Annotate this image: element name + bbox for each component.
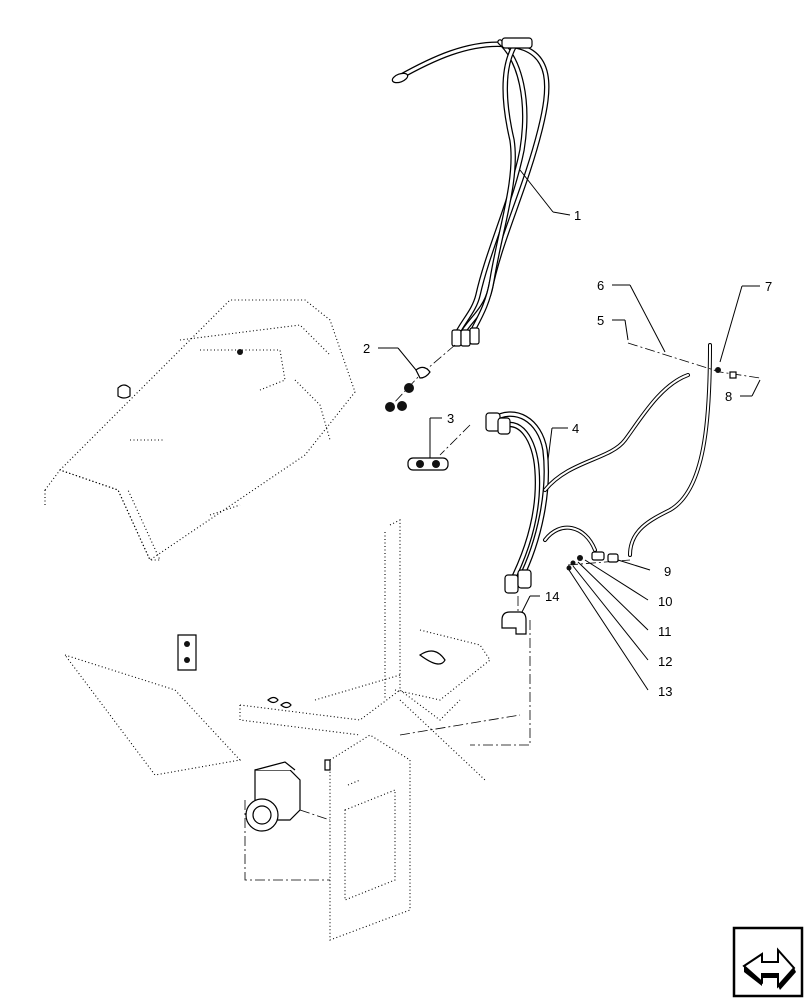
- fittings-items-9-13: [566, 551, 651, 691]
- hose-assembly-1: [391, 37, 571, 347]
- callout-labels: 1 2 3 4 5 6 7 8 9 10 11 12 13 14: [363, 208, 772, 699]
- tube-item-6: [612, 284, 761, 557]
- callout-5: 5: [597, 313, 604, 328]
- callout-9: 9: [664, 564, 671, 579]
- callout-2: 2: [363, 341, 370, 356]
- clamp-item-2: [378, 344, 456, 412]
- callout-10: 10: [658, 594, 672, 609]
- lower-frame: [63, 519, 531, 941]
- callout-6: 6: [597, 278, 604, 293]
- callout-11: 11: [658, 624, 672, 639]
- callout-14: 14: [545, 589, 559, 604]
- callout-8: 8: [725, 389, 732, 404]
- callout-12: 12: [658, 654, 672, 669]
- callout-4: 4: [572, 421, 579, 436]
- callout-13: 13: [658, 684, 672, 699]
- hose-assembly-4: [485, 373, 690, 594]
- callout-7: 7: [765, 279, 772, 294]
- next-page-arrow-icon[interactable]: [732, 926, 804, 998]
- callout-1: 1: [574, 208, 581, 223]
- flange-item-3: [407, 417, 471, 471]
- machine-hood: [44, 299, 356, 561]
- elbow-item-14: [501, 595, 540, 635]
- callout-3: 3: [447, 411, 454, 426]
